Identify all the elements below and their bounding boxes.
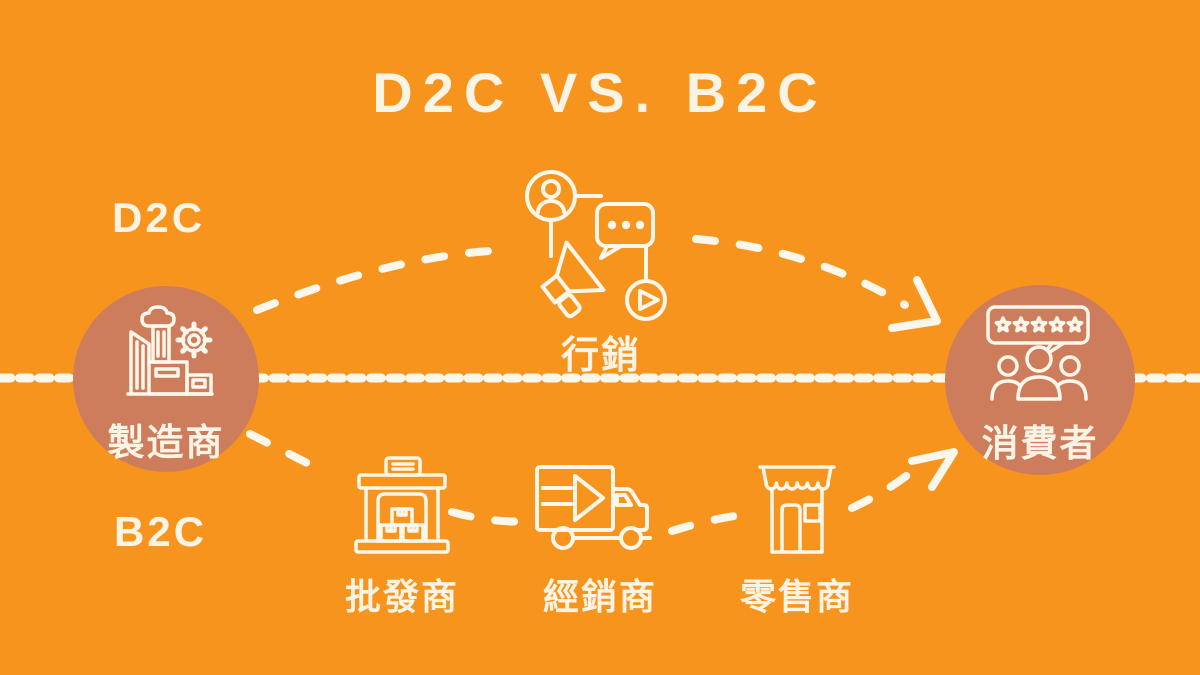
d2c-channel-label: D2C: [112, 194, 206, 241]
wholesaler-label: 批發商: [344, 576, 459, 617]
factory-icon: [126, 305, 214, 396]
manufacturer-circle: [73, 286, 259, 472]
retailer-label: 零售商: [739, 576, 854, 617]
b2c-dashed-path-3: [668, 511, 746, 535]
b2c-channel-label: B2C: [114, 508, 208, 555]
b2c-dashed-path-2: [448, 508, 540, 526]
distributor-label: 經銷商: [542, 576, 657, 617]
page-title: D2C VS. B2C: [372, 61, 828, 124]
b2c-dashed-path-1: [246, 430, 319, 471]
marketing-megaphone-icon: [525, 170, 667, 321]
d2c-dashed-path-left: [253, 246, 511, 314]
b2c-arrowhead-icon: [908, 448, 958, 491]
consumer-label: 消費者: [981, 423, 1099, 464]
storefront-icon: [758, 465, 836, 554]
delivery-truck-icon: [535, 465, 652, 550]
warehouse-icon: [354, 456, 450, 554]
b2c-dashed-path-4: [848, 464, 920, 512]
customer-reviews-icon: [986, 305, 1090, 401]
d2c-arrowhead-icon: [888, 276, 941, 332]
manufacturer-label: 製造商: [107, 422, 225, 463]
marketing-label: 行銷: [560, 335, 641, 377]
d2c-dashed-path-right: [692, 235, 909, 309]
